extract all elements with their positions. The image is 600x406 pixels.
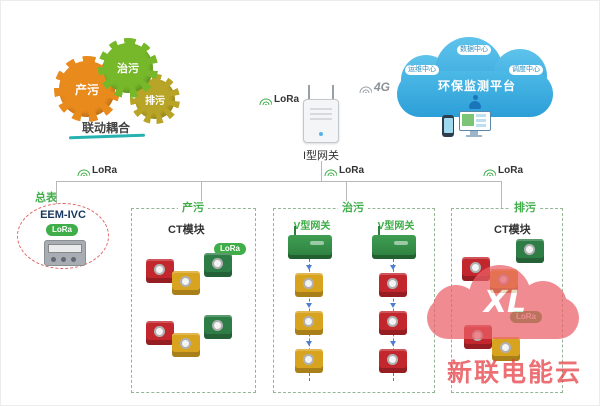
drop-line-discharge (501, 181, 502, 208)
drop-line-meter (56, 181, 57, 204)
lora-signal-icon (259, 97, 272, 105)
ct-module-yellow (172, 271, 200, 295)
ct-module-green (204, 253, 232, 277)
ct-module-red (462, 257, 490, 281)
discharge-ct-label: CT模块 (494, 224, 531, 236)
phone-icon (442, 115, 454, 137)
zone-produce-title: 产污 (178, 201, 208, 216)
ct-module-green (204, 315, 232, 339)
gear-produce-label: 产污 (74, 82, 99, 97)
ct-module-red (379, 349, 407, 373)
lora-signal-icon (324, 168, 337, 176)
network-4g-label: 4G (359, 81, 390, 93)
gear-treat-label: 治污 (117, 63, 139, 75)
bus-lora-left-text: LoRa (92, 165, 117, 176)
cloud-platform: 数据中心 运维中心 调度中心 环保监测平台 (393, 35, 561, 127)
gear-cluster-caption: 联动耦合 (81, 121, 130, 135)
vgateway-right-label: V型网关 (377, 221, 415, 232)
gear-treat: 治污 (98, 38, 158, 98)
meter-lora-badge: LoRa (46, 224, 78, 236)
arrow-down-icon (306, 303, 312, 308)
cloud-badge-ops-center: 运维中心 (405, 65, 439, 76)
cloud-badge-data-center: 数据中心 (457, 45, 491, 56)
network-4g-text: 4G (374, 80, 391, 94)
zone-treat-title: 治污 (338, 201, 368, 216)
arrow-down-icon (390, 303, 396, 308)
vgateway-left-label: V型网关 (293, 221, 331, 232)
arrow-down-icon (306, 265, 312, 270)
bus-line-horizontal (56, 181, 501, 182)
gateway-device (301, 85, 341, 143)
gear-discharge-label: 排污 (145, 95, 165, 107)
gateway-lora-text: LoRa (274, 94, 299, 105)
antenna-icon (332, 85, 334, 100)
drop-line-treat (346, 181, 347, 208)
discharge-lora-badge: LoRa (510, 311, 542, 323)
ct-module-yellow (295, 311, 323, 335)
cellular-signal-icon (359, 85, 372, 93)
monitor-icon (459, 111, 491, 139)
arrow-down-icon (306, 341, 312, 346)
antenna-icon (308, 85, 310, 100)
bus-lora-center-text: LoRa (339, 165, 364, 176)
monitor-stand (466, 131, 482, 137)
vgateway-left-device (288, 226, 332, 259)
riser-line-gateway (321, 161, 322, 181)
ct-module-yellow (295, 273, 323, 297)
meter-model-label: EEM-IVC (40, 209, 86, 221)
gear-discharge: 排污 (130, 74, 180, 124)
meter-caption: 总表 (35, 192, 57, 204)
arrow-down-icon (390, 265, 396, 270)
platform-title: 环保监测平台 (437, 79, 516, 93)
bus-lora-left: LoRa (77, 166, 117, 176)
gateway-lora-label: LoRa (259, 95, 299, 105)
vgateway-right-device (372, 226, 416, 259)
ct-module-red (379, 273, 407, 297)
cloud-shape (397, 71, 553, 117)
cloud-badge-dispatch-center: 调度中心 (509, 65, 543, 76)
bus-lora-right: LoRa (483, 166, 523, 176)
meter-group: EEM-IVC LoRa (17, 203, 109, 269)
ct-module-green (516, 239, 544, 263)
gateway-label: I型网关 (302, 150, 340, 162)
ct-module-red (379, 311, 407, 335)
ct-module-yellow (172, 333, 200, 357)
ct-module-yellow (492, 337, 520, 361)
monitor-screen (459, 111, 491, 131)
ct-module-yellow (490, 269, 518, 293)
ct-module-red (146, 321, 174, 345)
zone-discharge: 排污 CT模块 LoRa (451, 201, 563, 393)
user-icon (469, 95, 481, 109)
zone-treat: 治污 V型网关 V型网关 (273, 201, 435, 393)
gateway-body (303, 99, 339, 143)
ct-module-red (464, 325, 492, 349)
drop-line-produce (201, 181, 202, 208)
ct-module-yellow (295, 349, 323, 373)
arrow-down-icon (390, 341, 396, 346)
lora-signal-icon (77, 168, 90, 176)
zone-discharge-title: 排污 (510, 201, 540, 216)
bus-lora-center: LoRa (324, 166, 364, 176)
produce-lora-badge: LoRa (214, 243, 246, 255)
energy-meter-icon (44, 240, 86, 266)
zone-produce: 产污 CT模块 LoRa (131, 201, 256, 393)
bus-lora-right-text: LoRa (498, 165, 523, 176)
produce-ct-label: CT模块 (168, 224, 205, 236)
ct-module-red (146, 259, 174, 283)
lora-signal-icon (483, 168, 496, 176)
